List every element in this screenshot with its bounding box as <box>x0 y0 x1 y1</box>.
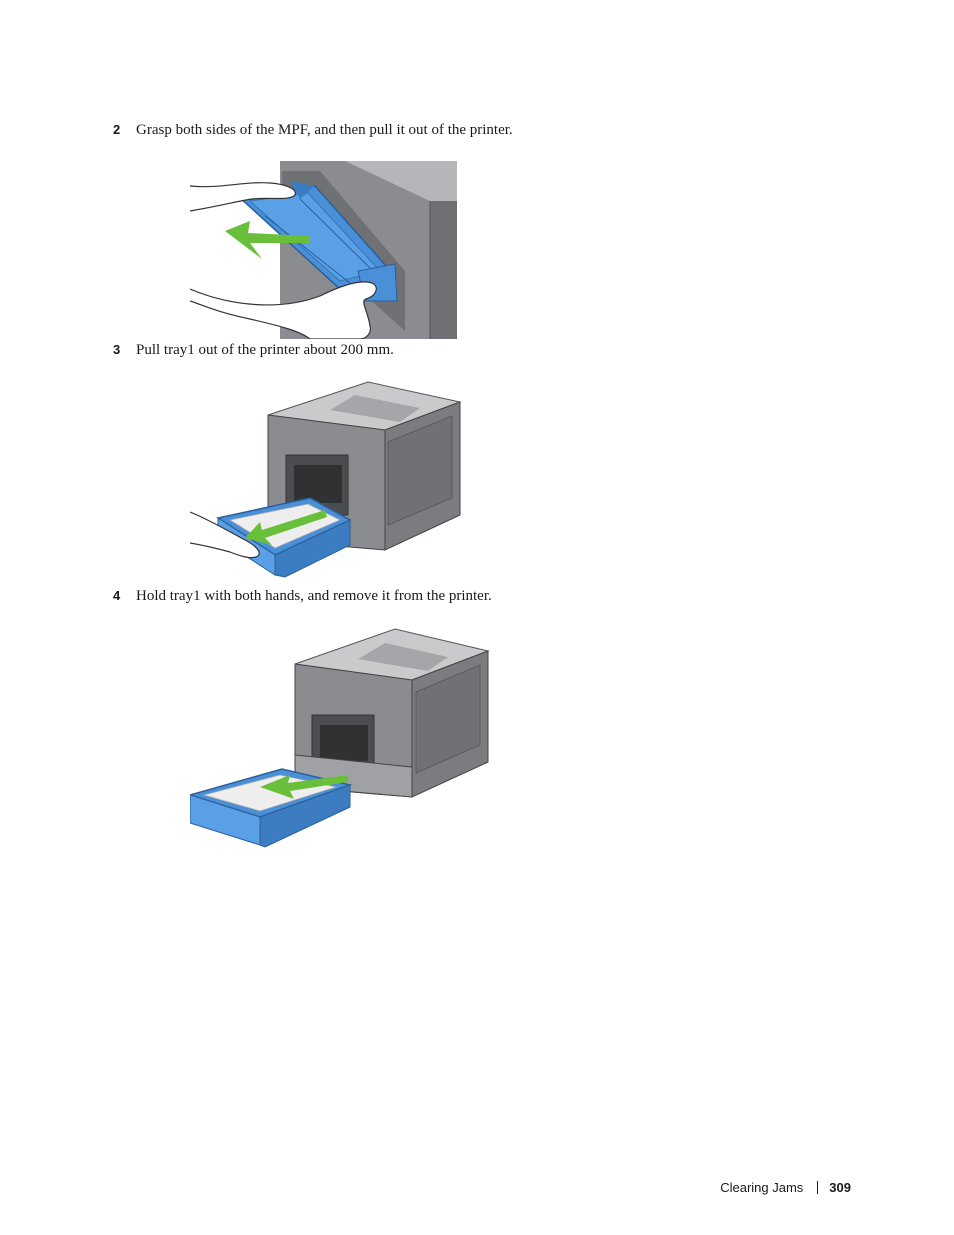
direction-arrow <box>225 221 310 259</box>
direction-arrow <box>260 775 348 799</box>
page-footer: Clearing Jams 309 <box>720 1180 851 1195</box>
mpf-tray <box>236 181 398 302</box>
footer-divider <box>817 1181 819 1194</box>
step-number: 4 <box>113 588 121 603</box>
step-text: Hold tray1 with both hands, and remove i… <box>136 588 492 604</box>
figure-mpf-removal <box>190 161 457 339</box>
step-4: 4 Hold tray1 with both hands, and remove … <box>113 587 492 605</box>
step-text: Grasp both sides of the MPF, and then pu… <box>136 122 513 138</box>
page-number: 309 <box>829 1180 851 1195</box>
footer-section: Clearing Jams <box>720 1180 804 1195</box>
direction-arrow <box>245 510 327 545</box>
step-3: 3 Pull tray1 out of the printer about 200… <box>113 341 394 359</box>
step-number: 2 <box>113 122 121 137</box>
hand <box>190 511 260 559</box>
figure-tray1-pull <box>190 381 462 578</box>
figure-tray1-remove <box>190 628 490 848</box>
hands <box>190 182 377 339</box>
printer-body <box>294 628 490 798</box>
step-2: 2 Grasp both sides of the MPF, and then p… <box>113 121 513 139</box>
step-text: Pull tray1 out of the printer about 200 … <box>136 342 394 358</box>
printer-body <box>267 381 462 551</box>
step-number: 3 <box>113 342 121 357</box>
